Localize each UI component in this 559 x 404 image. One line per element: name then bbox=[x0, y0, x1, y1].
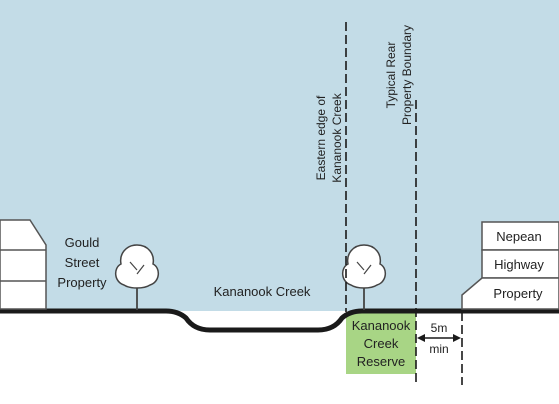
creek-reserve-box bbox=[346, 312, 416, 374]
setback-qualifier-label: min bbox=[429, 342, 448, 356]
nepean-label-line1: Nepean bbox=[496, 229, 542, 244]
nepean-label-line3: Property bbox=[493, 286, 543, 301]
rear-boundary-label-line1: Typical Rear bbox=[384, 42, 398, 109]
reserve-label-line3: Reserve bbox=[357, 354, 405, 369]
nepean-highway-building bbox=[461, 221, 559, 310]
eastern-edge-label-line2: Kananook Creek bbox=[330, 92, 344, 182]
reserve-label-line1: Kananook bbox=[352, 318, 411, 333]
sky-background bbox=[0, 0, 559, 311]
tree-icon bbox=[115, 244, 159, 310]
setback-value-label: 5m bbox=[431, 321, 448, 335]
nepean-label-line2: Highway bbox=[494, 257, 544, 272]
double-arrow-icon bbox=[417, 334, 461, 342]
gould-street-label-line1: Gould bbox=[65, 235, 100, 250]
eastern-edge-label-line1: Eastern edge of bbox=[314, 95, 328, 180]
rear-boundary-label-line2: Property Boundary bbox=[400, 25, 414, 125]
tree-icon bbox=[342, 244, 386, 310]
ground-line bbox=[0, 308, 559, 333]
gould-street-label-line3: Property bbox=[57, 275, 107, 290]
creek-label: Kananook Creek bbox=[214, 284, 311, 299]
gould-street-label-line2: Street bbox=[65, 255, 100, 270]
gould-street-building bbox=[0, 219, 47, 310]
reserve-label-line2: Creek bbox=[364, 336, 399, 351]
